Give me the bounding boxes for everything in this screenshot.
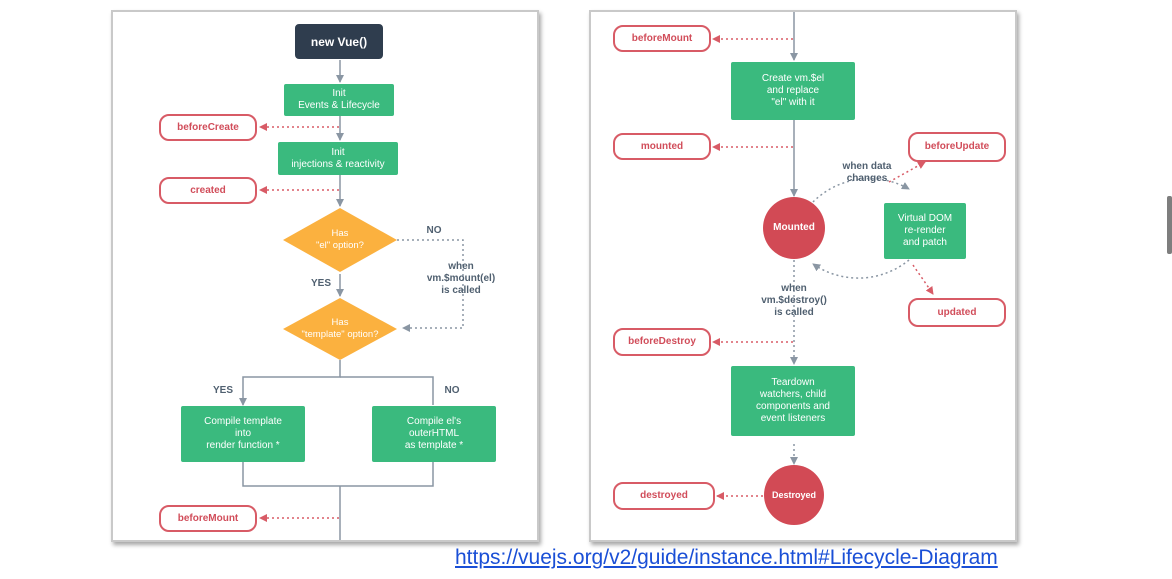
new-vue-node: new Vue() <box>295 24 383 59</box>
diamond-shape <box>283 208 397 272</box>
when-destroy-label: when vm.$destroy() is called <box>761 283 827 318</box>
before-create-hook: beforeCreate <box>159 114 257 141</box>
compile-template-node: Compile template into render function * <box>181 406 305 462</box>
mounted-state: Mounted <box>763 197 825 259</box>
before-mount-hook: beforeMount <box>159 505 257 532</box>
virtual-dom-node: Virtual DOM re-render and patch <box>884 203 966 259</box>
right-connectors <box>712 12 934 500</box>
init-events-node: Init Events & Lifecycle <box>284 84 394 116</box>
lifecycle-diagram-right-panel: beforeMount Create vm.$el and replace "e… <box>589 10 1017 542</box>
no-label-2: NO <box>444 385 460 396</box>
compile-el-node: Compile el's outerHTML as template * <box>372 406 496 462</box>
has-el-decision: Has "el" option? <box>283 208 397 272</box>
init-injections-node: Init injections & reactivity <box>278 142 398 175</box>
left-connectors <box>239 60 464 540</box>
scroll-indicator[interactable] <box>1167 196 1172 254</box>
has-template-label: Has "template" option? <box>301 317 379 340</box>
has-el-label: Has "el" option? <box>316 228 364 251</box>
destroyed-hook: destroyed <box>613 482 715 510</box>
destroyed-state: Destroyed <box>764 465 824 525</box>
lifecycle-diagram-link[interactable]: https://vuejs.org/v2/guide/instance.html… <box>455 546 998 569</box>
yes-label-2: YES <box>212 385 233 396</box>
create-el-node: Create vm.$el and replace "el" with it <box>731 62 855 120</box>
mounted-hook: mounted <box>613 133 711 160</box>
teardown-node: Teardown watchers, child components and … <box>731 366 855 436</box>
before-mount-hook: beforeMount <box>613 25 711 52</box>
before-update-hook: beforeUpdate <box>908 132 1006 162</box>
yes-label-1: YES <box>310 278 331 289</box>
when-mount-label: when vm.$mount(el) is called <box>426 261 496 296</box>
no-label-1: NO <box>426 225 442 236</box>
diamond-shape <box>283 298 397 360</box>
before-destroy-hook: beforeDestroy <box>613 328 711 356</box>
updated-hook: updated <box>908 298 1006 327</box>
lifecycle-diagram-left-panel: new Vue() Init Events & Lifecycle before… <box>111 10 539 542</box>
has-template-decision: Has "template" option? <box>283 298 397 360</box>
when-data-changes-label: when data changes <box>842 161 892 184</box>
created-hook: created <box>159 177 257 204</box>
